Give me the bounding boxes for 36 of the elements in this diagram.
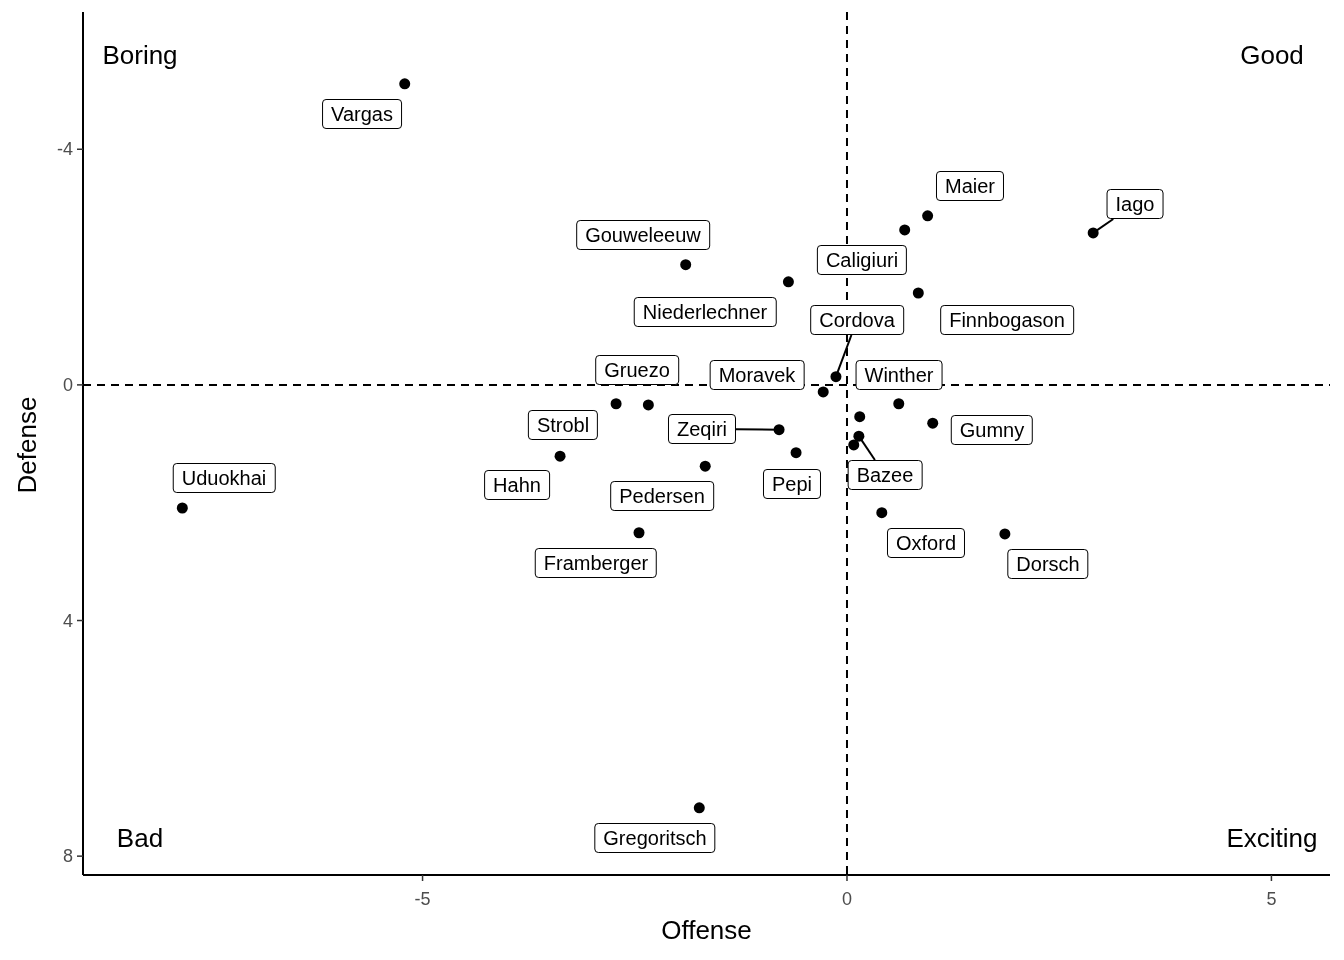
quadrant-label: Bad bbox=[116, 822, 164, 854]
point-label: Dorsch bbox=[1007, 549, 1089, 579]
tick-label: 4 bbox=[63, 610, 73, 631]
point-label: Strobl bbox=[527, 410, 599, 440]
point-label: Uduokhai bbox=[172, 463, 276, 493]
tick-label: -4 bbox=[57, 138, 73, 160]
tick-label: 0 bbox=[842, 888, 852, 910]
point-label: Winther bbox=[855, 360, 943, 390]
point-label: Pedersen bbox=[610, 481, 714, 511]
point-label: Iago bbox=[1106, 189, 1164, 219]
point-label: Moravek bbox=[709, 360, 805, 390]
point-label: Zeqiri bbox=[668, 414, 736, 444]
point-label: Gregoritsch bbox=[594, 823, 716, 853]
point-label: Framberger bbox=[534, 548, 658, 578]
point-label: Gumny bbox=[950, 415, 1034, 445]
point-label: Cordova bbox=[810, 305, 904, 335]
point-label: Niederlechner bbox=[633, 297, 777, 327]
quadrant-label: Good bbox=[1240, 39, 1304, 71]
quadrant-label: Exciting bbox=[1226, 822, 1318, 854]
point-label: Gouweleeuw bbox=[576, 220, 710, 250]
point-label: Gruezo bbox=[595, 355, 679, 385]
point-label: Caligiuri bbox=[816, 245, 908, 275]
point-label: Maier bbox=[936, 171, 1004, 201]
point-label: Pepi bbox=[763, 469, 821, 499]
tick-label: 5 bbox=[1266, 888, 1277, 910]
quadrant-label: Boring bbox=[102, 39, 178, 71]
tick-label: 0 bbox=[63, 374, 73, 396]
point-label: Vargas bbox=[322, 99, 402, 129]
point-label: Oxford bbox=[887, 528, 965, 558]
axis-title: Defense bbox=[11, 396, 43, 494]
tick-label: 8 bbox=[63, 845, 73, 867]
point-label: Finnbogason bbox=[940, 305, 1074, 335]
point-label: Bazee bbox=[847, 460, 923, 490]
axis-title: Offense bbox=[661, 914, 752, 946]
point-label: Hahn bbox=[484, 470, 550, 500]
tick-label: -5 bbox=[414, 888, 431, 910]
